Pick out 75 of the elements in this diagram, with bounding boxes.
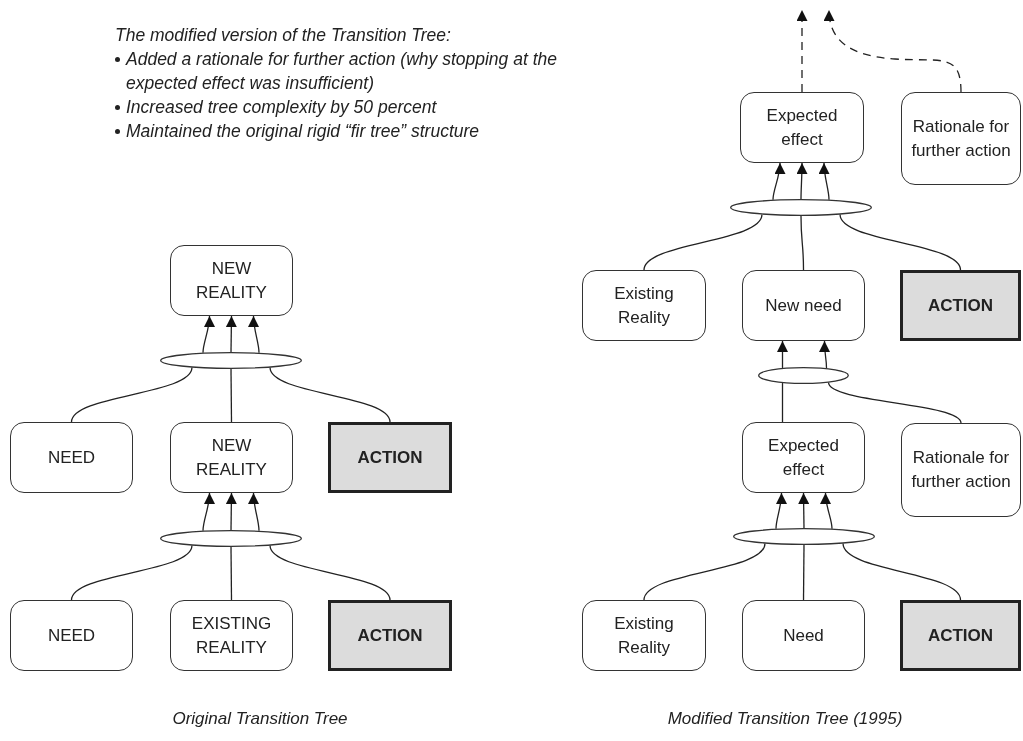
connector-line (842, 542, 962, 601)
arrow (248, 315, 260, 354)
arrow (772, 162, 786, 201)
node-text: Existing Reality (613, 282, 675, 329)
entity-box (170, 600, 293, 671)
entity-box (901, 92, 1021, 185)
note-bullet-text: Maintained the original rigid “fir tree” structure (126, 120, 481, 143)
entity-box (742, 422, 865, 493)
connector-line (269, 544, 391, 601)
entity-box (10, 422, 133, 493)
entity-box (901, 423, 1021, 517)
arrow (202, 315, 215, 354)
entity-box (10, 600, 133, 671)
entity-box (582, 600, 706, 671)
connector-line (230, 368, 233, 423)
diagram-caption: Modified Transition Tree (1995) (666, 708, 904, 730)
arrow (225, 492, 237, 531)
node-text: Rationale for further action (911, 447, 1011, 493)
arrow (248, 492, 260, 532)
node-text: ACTION (927, 295, 994, 317)
node-text: Need (783, 624, 824, 647)
arrow (819, 340, 831, 369)
arrow (225, 315, 237, 353)
arrow (775, 492, 787, 530)
node-text: Expected effect (765, 104, 839, 151)
and-junction-ellipse (730, 199, 872, 216)
connector-line (839, 213, 962, 271)
node-text: Expected effect (767, 434, 840, 481)
and-junction-ellipse (160, 352, 302, 369)
node-text: EXISTING REALITY (190, 612, 273, 659)
connector-line (269, 366, 391, 423)
node-text: ACTION (357, 447, 423, 469)
arrow (818, 162, 830, 201)
and-junction-ellipse (733, 528, 875, 545)
node-text: New need (765, 294, 842, 317)
arrow (202, 492, 215, 532)
entity-box (742, 270, 865, 341)
node-text: ACTION (927, 625, 994, 647)
connector-line (800, 215, 805, 271)
node-text: Rationale for further action (911, 115, 1011, 162)
node-text: NEED (47, 446, 96, 469)
action-box (328, 422, 452, 493)
connector-line (827, 381, 962, 424)
connector-line (781, 382, 784, 423)
entity-box (742, 600, 865, 671)
connector-line (70, 366, 193, 423)
entity-box (582, 270, 706, 341)
arrow (777, 340, 788, 369)
note-heading: The modified version of the Transition Tree: (115, 24, 452, 47)
action-box (900, 600, 1021, 671)
node-text: ACTION (357, 625, 423, 647)
connector-line (70, 544, 193, 601)
arrow (796, 162, 808, 200)
arrow (796, 9, 808, 93)
node-text: Existing Reality (613, 612, 675, 659)
node-text: NEW REALITY (195, 434, 268, 481)
connector-line (802, 544, 805, 601)
arrow (824, 9, 962, 93)
note-bullet-text: Increased tree complexity by 50 percent (126, 96, 438, 119)
node-text: NEW REALITY (195, 257, 268, 304)
diagram-caption: Original Transition Tree (171, 708, 349, 730)
and-junction-ellipse (758, 367, 849, 384)
entity-box (170, 422, 293, 493)
connector-line (230, 546, 233, 601)
entity-box (170, 245, 293, 316)
entity-box (740, 92, 864, 163)
note-bullet-text: Added a rationale for further action (why stopping at the expected effect was insufficient) (126, 48, 558, 95)
connector-line (643, 213, 763, 271)
connector-line (643, 542, 766, 601)
and-junction-ellipse (160, 530, 302, 547)
arrow (820, 492, 833, 530)
action-box (328, 600, 452, 671)
arrow (798, 492, 810, 529)
action-box (900, 270, 1021, 341)
node-text: NEED (47, 624, 96, 647)
